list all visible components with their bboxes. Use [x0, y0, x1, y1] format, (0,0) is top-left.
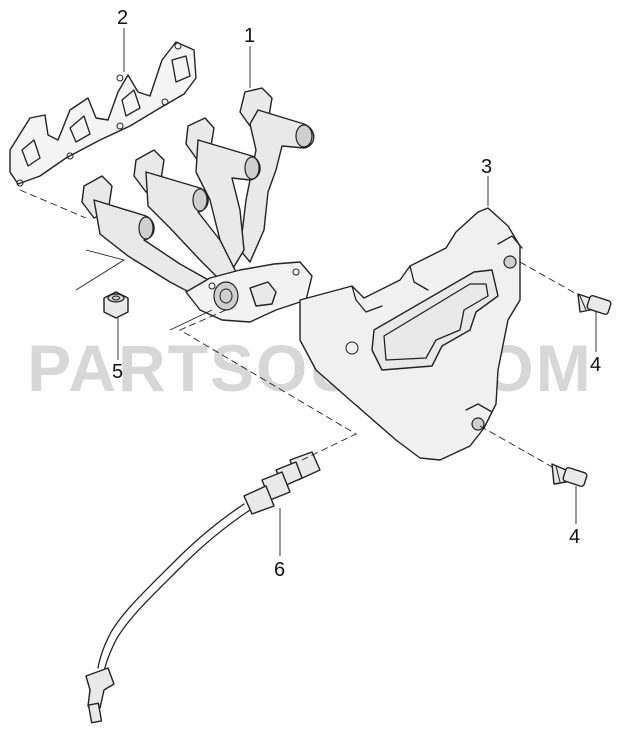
heat-shield-bolt-upper[interactable] [577, 293, 612, 315]
manifold-nut[interactable] [103, 291, 129, 319]
callout-3: 3 [481, 156, 493, 178]
heat-shield-bolt-lower[interactable] [551, 463, 588, 487]
manifold-gasket[interactable] [9, 41, 197, 187]
callout-2: 2 [117, 7, 129, 29]
callout-4-upper: 4 [590, 354, 602, 376]
callout-1: 1 [244, 25, 256, 47]
leader-lines [75, 28, 597, 556]
exhaust-manifold[interactable] [81, 87, 315, 323]
callout-4-lower: 4 [569, 526, 581, 548]
heat-shield[interactable] [299, 207, 523, 461]
callout-6: 6 [274, 559, 286, 581]
callout-5: 5 [112, 361, 124, 383]
installation-dashed-lines [19, 189, 581, 469]
oxygen-sensor[interactable] [85, 451, 321, 724]
